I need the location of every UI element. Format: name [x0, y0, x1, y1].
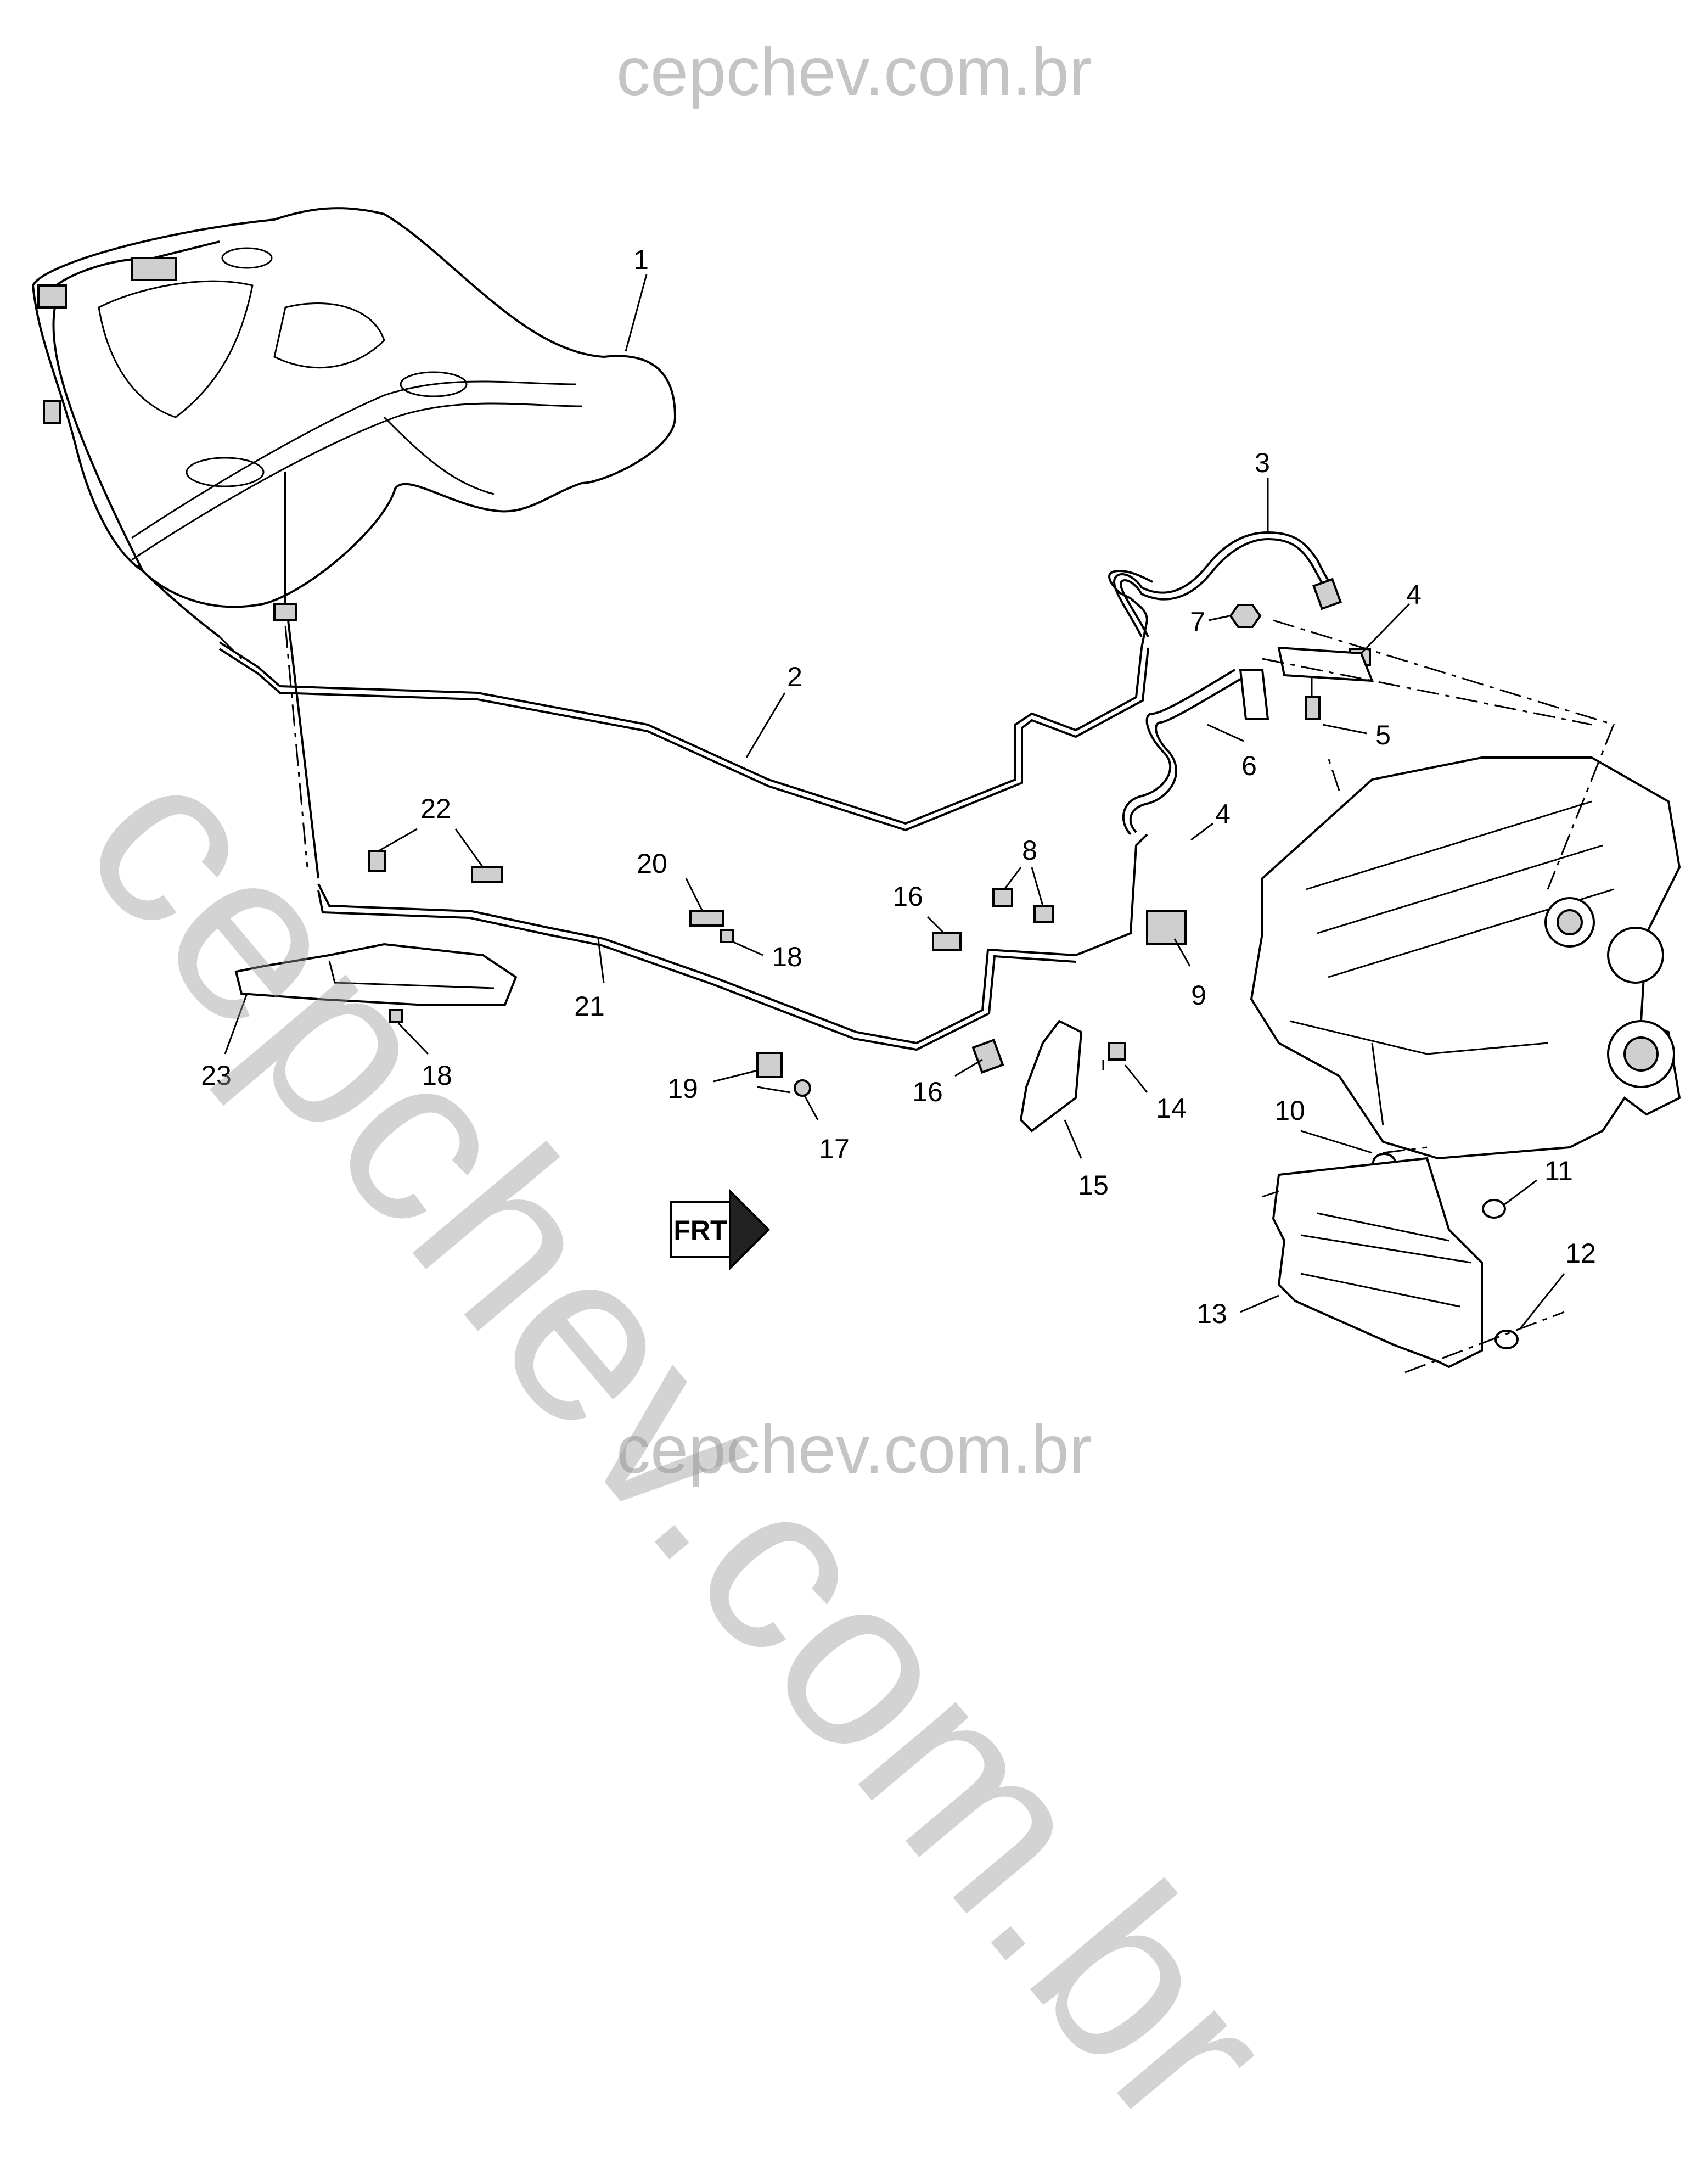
fuel-line-block	[1146, 910, 1187, 945]
engine	[1250, 756, 1681, 1160]
callout-3: 3	[1255, 447, 1270, 478]
callout-9: 9	[1191, 980, 1206, 1011]
nuts	[389, 929, 734, 1023]
frt-label: FRT	[673, 1215, 727, 1246]
callout-8: 8	[1022, 835, 1037, 866]
callout-12: 12	[1565, 1238, 1596, 1269]
callout-18-right: 18	[772, 941, 802, 972]
callout-19: 19	[667, 1073, 698, 1104]
fuel-tank	[31, 207, 677, 638]
front-direction-arrow: FRT	[670, 1189, 770, 1271]
retainers	[932, 932, 1004, 1074]
clips-22	[368, 850, 503, 883]
callout-23: 23	[201, 1060, 232, 1091]
clips-pair	[992, 888, 1054, 923]
callout-7: 7	[1190, 607, 1205, 637]
callout-22: 22	[420, 793, 451, 824]
callout-4-lower: 4	[1215, 799, 1231, 829]
callout-16-upper: 16	[892, 881, 923, 912]
line-bracket	[1019, 1019, 1083, 1133]
watermark-bottom: cepchev.com.br	[616, 1412, 1092, 1488]
callout-5: 5	[1375, 720, 1391, 750]
callout-11: 11	[1544, 1156, 1573, 1186]
callout-10: 10	[1274, 1095, 1305, 1126]
alignment-lines	[218, 619, 1615, 1374]
fuel-feed-hose	[1113, 531, 1342, 637]
watermark-top: cepchev.com.br	[616, 34, 1092, 110]
callout-20: 20	[637, 848, 667, 879]
callout-6: 6	[1241, 750, 1257, 781]
heat-shield	[1272, 1157, 1483, 1369]
underbody-shield	[234, 943, 518, 1006]
callout-13: 13	[1196, 1298, 1227, 1329]
callout-17: 17	[819, 1134, 850, 1164]
bolt	[1305, 675, 1321, 720]
callout-labels: 1 2 3 4 4 5 6 7 8 9 10 11 12 13 14 15 16…	[201, 244, 1596, 1329]
exploded-view: 1 2 3 4 4 5 6 7 8 9 10 11 12 13 14 15 16…	[31, 207, 1681, 1374]
nut	[1229, 604, 1262, 628]
callout-21: 21	[574, 991, 605, 1022]
diagram-canvas: cepchev.com.br cepchev.com.br	[31, 34, 1681, 2175]
callout-1: 1	[633, 244, 649, 275]
callout-14: 14	[1156, 1093, 1187, 1124]
callout-15: 15	[1078, 1170, 1109, 1201]
callout-2: 2	[787, 662, 802, 692]
callout-4-upper: 4	[1406, 579, 1422, 610]
callout-18-left: 18	[422, 1060, 452, 1091]
bolt-shield	[1102, 1042, 1126, 1070]
clip-20	[689, 910, 724, 927]
bracket-clip	[756, 1052, 791, 1094]
evap-line	[287, 620, 1148, 1051]
nut-lower	[794, 1079, 811, 1097]
callout-16-lower: 16	[912, 1077, 943, 1107]
fuel-feed-line	[218, 569, 1153, 832]
fuel-line-bracket	[1122, 646, 1374, 836]
leader-lines	[224, 274, 1565, 1329]
